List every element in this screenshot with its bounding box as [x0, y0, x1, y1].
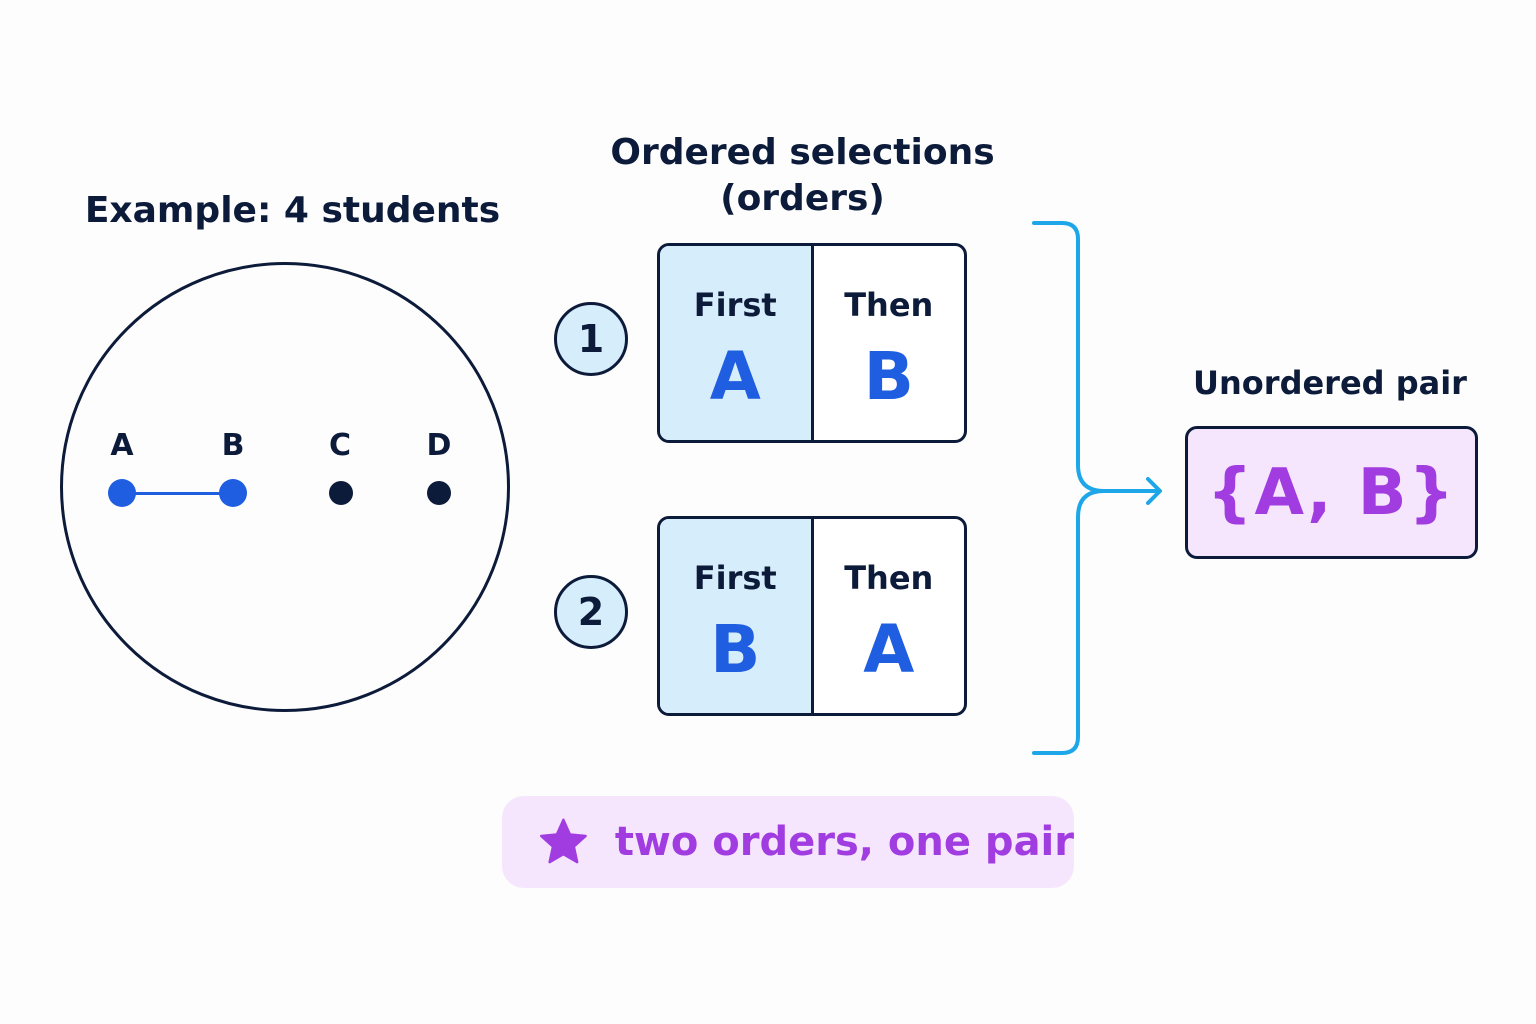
students-circle — [60, 262, 510, 712]
selection-number-badge: 2 — [554, 575, 628, 649]
example-title: Example: 4 students — [84, 190, 501, 231]
student-label-d: D — [426, 428, 452, 463]
first-value: A — [709, 338, 761, 415]
selection-number-badge: 1 — [554, 302, 628, 376]
student-dot-b — [219, 479, 247, 507]
ordered-title: Ordered selections (orders) — [600, 130, 1005, 222]
first-label: First — [693, 559, 777, 597]
first-label: First — [693, 286, 777, 324]
then-value: B — [863, 338, 914, 415]
selected-pair-line — [122, 492, 234, 495]
order-box-2: First B Then A — [657, 516, 967, 716]
unordered-pair-value: {A, B} — [1206, 455, 1457, 530]
summary-note-text: two orders, one pair — [614, 819, 1074, 865]
student-label-c: C — [328, 428, 352, 463]
student-dot-c — [329, 481, 353, 505]
order-box-1: First A Then B — [657, 243, 967, 443]
student-dot-a — [108, 479, 136, 507]
merge-bracket-arrow-icon — [1032, 221, 1162, 755]
then-label: Then — [844, 286, 934, 324]
ordered-title-line2: (orders) — [720, 178, 885, 219]
first-cell: First B — [660, 519, 814, 713]
first-value: B — [710, 611, 761, 688]
unordered-title: Unordered pair — [1193, 364, 1467, 402]
unordered-pair-box: {A, B} — [1185, 426, 1478, 559]
summary-note: two orders, one pair — [502, 796, 1074, 888]
first-cell: First A — [660, 246, 814, 440]
then-value: A — [863, 611, 915, 688]
student-label-b: B — [221, 428, 245, 463]
then-cell: Then B — [814, 246, 965, 440]
star-icon — [539, 818, 587, 864]
student-label-a: A — [110, 428, 134, 463]
then-cell: Then A — [814, 519, 965, 713]
student-dot-d — [427, 481, 451, 505]
ordered-title-line1: Ordered selections — [610, 132, 995, 173]
then-label: Then — [844, 559, 934, 597]
